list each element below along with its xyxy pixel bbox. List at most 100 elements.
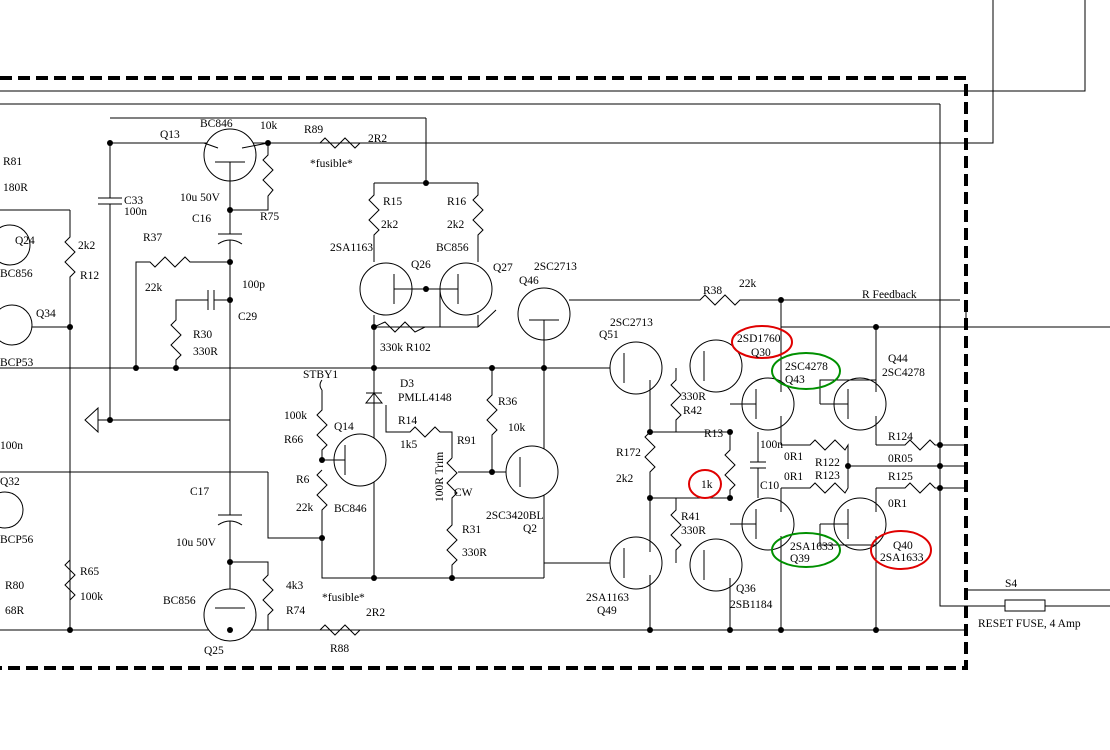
label-q46: Q46 — [519, 275, 539, 287]
label-d3: D3 — [400, 378, 414, 390]
highlight-q40 — [870, 530, 932, 570]
label-r14-value: 1k5 — [400, 439, 418, 451]
label-q36-part: 2SB1184 — [730, 599, 773, 611]
label-q13: Q13 — [160, 129, 180, 141]
label-r-10k: 10k — [260, 120, 278, 132]
label-r122-value: 0R1 — [784, 451, 803, 463]
label-r66-value: 100k — [284, 410, 307, 422]
label-r30-value: 330R — [193, 346, 218, 358]
label-r123-value: 0R1 — [784, 471, 803, 483]
label-q30: Q30 — [751, 347, 771, 359]
label-r41: R41 — [681, 511, 700, 523]
label-c16-value: 10u 50V — [180, 192, 221, 204]
label-q14-part: BC846 — [334, 503, 367, 515]
label-r88: R88 — [330, 643, 349, 655]
label-q13-part: BC846 — [200, 118, 233, 130]
label-r14: R14 — [398, 415, 417, 427]
label-c10: C10 — [760, 480, 779, 492]
label-r75: R75 — [260, 211, 279, 223]
label-stby1: STBY1 — [303, 369, 338, 381]
label-q26: Q26 — [411, 259, 431, 271]
label-q27-part: BC856 — [436, 242, 469, 254]
label-r31: R31 — [462, 524, 481, 536]
label-r37: R37 — [143, 232, 162, 244]
label-c-100n: 100n — [0, 440, 23, 452]
highlight-r13 — [688, 469, 722, 499]
label-r31-value: 330R — [462, 547, 487, 559]
label-q27: Q27 — [493, 262, 513, 274]
label-r37-value: 22k — [145, 282, 163, 294]
label-r05: 0R05 — [888, 453, 913, 465]
label-r30: R30 — [193, 329, 212, 341]
label-q26-part: 2SA1163 — [330, 242, 373, 254]
label-r38-value: 22k — [739, 278, 757, 290]
label-r125-value: 0R1 — [888, 498, 907, 510]
label-r81-value: 180R — [3, 182, 28, 194]
label-r6-value: 22k — [296, 502, 314, 514]
label-r12-value: 2k2 — [78, 240, 96, 252]
label-q2-part: 2SC3420BL — [486, 510, 544, 522]
module-boundary — [0, 76, 968, 670]
label-r89: R89 — [304, 124, 323, 136]
label-r15-value: 2k2 — [381, 219, 399, 231]
label-r66: R66 — [284, 434, 303, 446]
label-r-feedback: R Feedback — [862, 289, 917, 301]
label-r42: R42 — [683, 405, 702, 417]
label-r122: R122 — [815, 457, 840, 469]
label-q39: Q39 — [790, 553, 810, 565]
label-q25: Q25 — [204, 645, 224, 657]
label-q51: Q51 — [599, 329, 619, 341]
label-reset-fuse: RESET FUSE, 4 Amp — [978, 618, 1081, 630]
label-q36: Q36 — [736, 583, 756, 595]
label-q46-part: 2SC2713 — [534, 261, 577, 273]
label-cw: CW — [454, 487, 473, 499]
label-r41-value: 330R — [681, 525, 706, 537]
label-q40: Q40 — [893, 540, 913, 552]
label-q43: Q43 — [785, 374, 805, 386]
label-q25-part: BC856 — [163, 595, 196, 607]
label-r36-value: 10k — [508, 422, 526, 434]
label-c17-value: 10u 50V — [176, 537, 217, 549]
label-r81: R81 — [3, 156, 22, 168]
label-fusible-2: *fusible* — [322, 592, 365, 604]
label-q2: Q2 — [523, 523, 537, 535]
label-q32: Q32 — [0, 476, 20, 488]
label-r13-value: 1k — [701, 479, 713, 491]
highlight-q30 — [731, 325, 793, 359]
label-c29-value: 100p — [242, 279, 265, 291]
label-s4: S4 — [1005, 578, 1017, 590]
label-r91: R91 — [457, 435, 476, 447]
label-r6: R6 — [296, 474, 310, 486]
label-c33: C33 — [124, 195, 143, 207]
label-q32-part: BCP56 — [0, 534, 33, 546]
label-trim: 100R Trim — [434, 452, 446, 502]
highlight-q43 — [771, 352, 841, 390]
label-q44: Q44 — [888, 353, 908, 365]
label-q49-part: 2SA1163 — [586, 592, 629, 604]
highlight-q39 — [771, 532, 841, 568]
label-r13: R13 — [704, 428, 723, 440]
label-q14: Q14 — [334, 421, 354, 433]
label-q30-part: 2SD1760 — [737, 333, 781, 345]
label-q39-part: 2SA1633 — [790, 541, 834, 553]
label-r172: R172 — [616, 447, 641, 459]
label-r15: R15 — [383, 196, 402, 208]
label-fusible-1: *fusible* — [310, 158, 353, 170]
label-q49: Q49 — [597, 605, 617, 617]
label-r65-value: 100k — [80, 591, 103, 603]
label-r80: R80 — [5, 580, 24, 592]
label-r74: R74 — [286, 605, 305, 617]
label-c29: C29 — [238, 311, 257, 323]
label-q44-part: 2SC4278 — [882, 367, 925, 379]
label-q40-part: 2SA1633 — [880, 552, 924, 564]
label-r12: R12 — [80, 270, 99, 282]
label-r172-value: 2k2 — [616, 473, 634, 485]
label-r102: 330k R102 — [380, 342, 431, 354]
label-r74-value: 4k3 — [286, 580, 304, 592]
label-r16: R16 — [447, 196, 466, 208]
label-q24: Q24 — [15, 235, 35, 247]
label-r65: R65 — [80, 566, 99, 578]
label-c17: C17 — [190, 486, 209, 498]
label-d3-part: PMLL4148 — [398, 392, 452, 404]
